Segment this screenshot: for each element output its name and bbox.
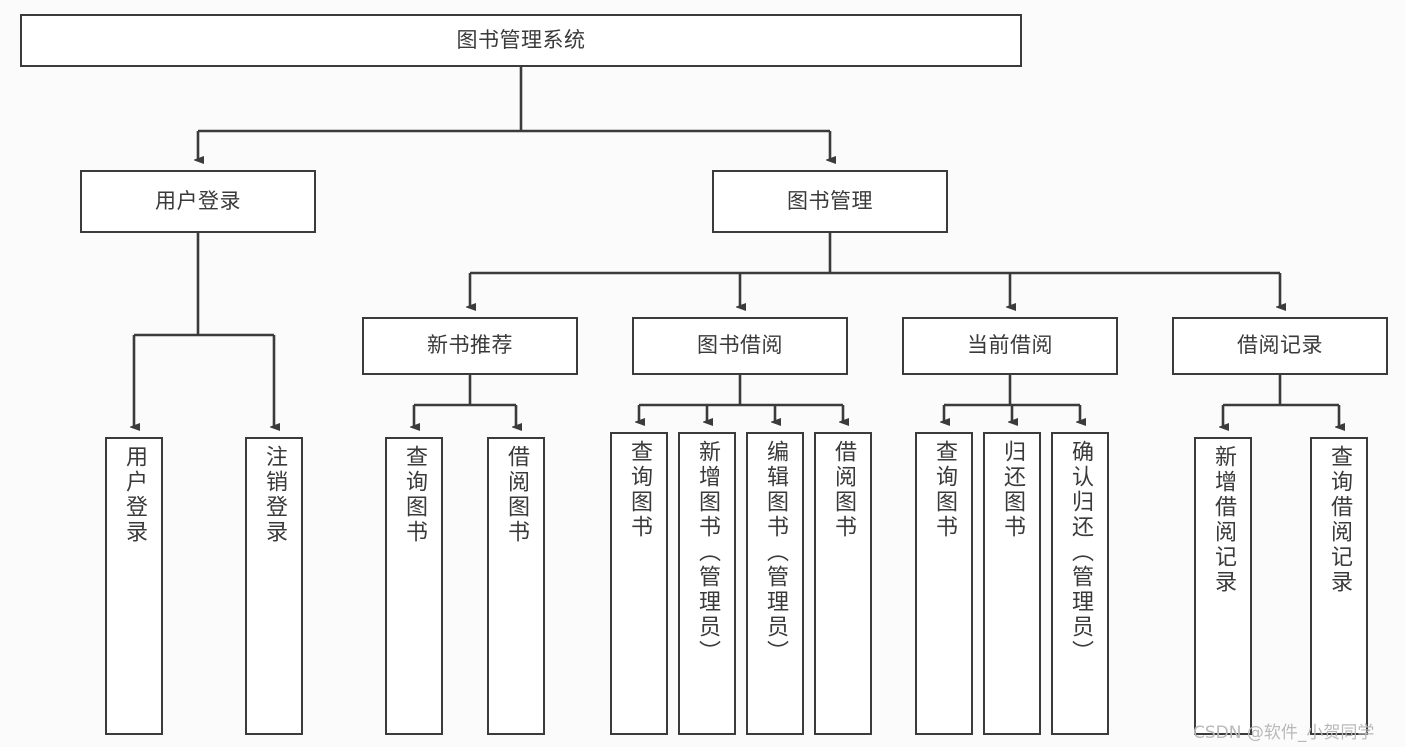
node-book-borrow[interactable]: 图书借阅	[632, 317, 848, 375]
node-leaf-return-book[interactable]: 归还图书	[983, 432, 1041, 735]
node-leaf-add-record[interactable]: 新增借阅记录	[1194, 437, 1252, 735]
node-user-login[interactable]: 用户登录	[80, 170, 316, 233]
node-leaf-edit-book[interactable]: 编辑图书（管理员）	[746, 432, 804, 735]
node-label: 新增图书（管理员）	[695, 440, 720, 665]
node-leaf-user-login[interactable]: 用户登录	[105, 437, 163, 735]
node-borrow-record[interactable]: 借阅记录	[1172, 317, 1388, 375]
node-label: 查询借阅记录	[1327, 445, 1352, 595]
node-label: 用户登录	[122, 445, 147, 545]
node-label: 借阅图书	[831, 440, 856, 540]
node-label: 借阅记录	[1237, 333, 1323, 358]
node-label: 图书管理系统	[456, 27, 586, 52]
node-label: 用户登录	[155, 188, 241, 213]
node-book-manage[interactable]: 图书管理	[712, 170, 948, 233]
node-leaf-query-book-2[interactable]: 查询图书	[610, 432, 668, 735]
node-label: 新增借阅记录	[1211, 445, 1236, 595]
node-label: 当前借阅	[967, 333, 1053, 358]
node-label: 确认归还（管理员）	[1068, 440, 1093, 665]
node-label: 图书借阅	[697, 333, 783, 358]
node-label: 查询图书	[932, 440, 957, 540]
node-leaf-borrow-book-1[interactable]: 借阅图书	[487, 437, 545, 735]
node-current-borrow[interactable]: 当前借阅	[902, 317, 1118, 375]
node-label: 编辑图书（管理员）	[763, 440, 788, 665]
node-label: 归还图书	[1000, 440, 1025, 540]
node-label: 查询图书	[402, 445, 427, 545]
node-leaf-borrow-book-2[interactable]: 借阅图书	[814, 432, 872, 735]
node-new-book-recommend[interactable]: 新书推荐	[362, 317, 578, 375]
node-leaf-query-book-1[interactable]: 查询图书	[385, 437, 443, 735]
node-label: 新书推荐	[427, 333, 513, 358]
node-leaf-query-record[interactable]: 查询借阅记录	[1310, 437, 1368, 735]
node-leaf-query-book-3[interactable]: 查询图书	[915, 432, 973, 735]
node-leaf-add-book[interactable]: 新增图书（管理员）	[678, 432, 736, 735]
watermark-text: CSDN @软件_小贺同学	[1193, 723, 1375, 743]
node-leaf-user-logout[interactable]: 注销登录	[245, 437, 303, 735]
node-label: 查询图书	[627, 440, 652, 540]
node-book-management-system[interactable]: 图书管理系统	[20, 14, 1022, 67]
node-leaf-confirm-return[interactable]: 确认归还（管理员）	[1051, 432, 1109, 735]
node-label: 图书管理	[787, 188, 873, 213]
node-label: 借阅图书	[504, 445, 529, 545]
node-label: 注销登录	[262, 445, 287, 545]
